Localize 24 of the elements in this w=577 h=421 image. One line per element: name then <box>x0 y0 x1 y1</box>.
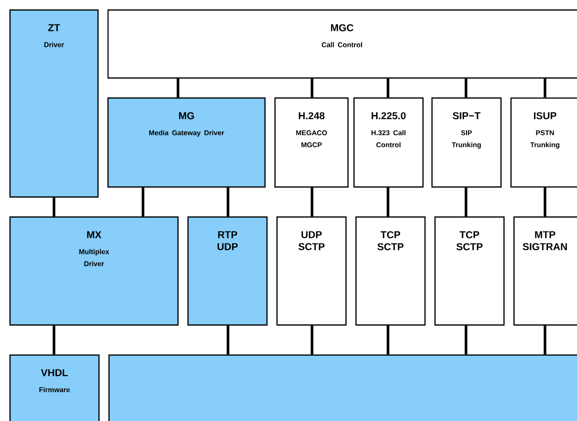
connector-line <box>142 188 144 216</box>
connector-line <box>544 188 546 216</box>
connector-line <box>310 326 314 354</box>
connector-line <box>226 188 230 216</box>
connector-line <box>52 326 56 354</box>
connector-line <box>386 188 390 216</box>
connector-line <box>386 78 390 98</box>
layer-box: MTP SIGTRAN <box>513 216 577 326</box>
connector-line <box>464 326 468 354</box>
layer-box: TCP SCTP <box>355 216 426 326</box>
connector-line <box>310 188 314 216</box>
connector-line <box>544 326 546 354</box>
layer-box: UDP SCTP <box>276 216 347 326</box>
connector-line <box>176 78 180 98</box>
layer-box: RTP UDP <box>187 216 268 326</box>
connector-line <box>52 198 56 216</box>
layer-box <box>108 354 577 421</box>
connector-line <box>386 326 390 354</box>
connector-line <box>464 188 468 216</box>
connector-line <box>544 78 546 98</box>
connector-line <box>226 326 230 354</box>
connector-line <box>464 78 468 98</box>
layer-box: TCP SCTP <box>434 216 505 326</box>
connector-line <box>310 78 314 98</box>
